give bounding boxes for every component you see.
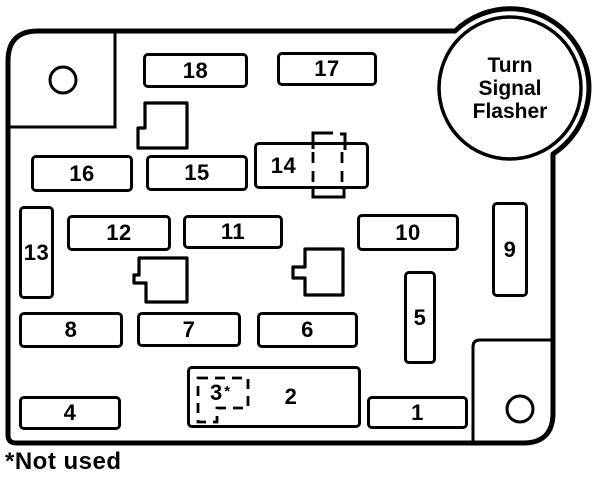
fuse-6: 6 bbox=[257, 312, 358, 348]
fuse-17: 17 bbox=[277, 52, 377, 86]
not-used-note: *Not used bbox=[5, 448, 122, 475]
relay-shape-top bbox=[136, 101, 189, 150]
fuse-13: 13 bbox=[19, 206, 54, 299]
fuse-9-label: 9 bbox=[503, 236, 517, 262]
fuse-11: 11 bbox=[183, 215, 283, 249]
fuse-18-label: 18 bbox=[182, 57, 209, 83]
fuse-3-label: 3 bbox=[209, 380, 223, 405]
fuse-14-label: 14 bbox=[270, 152, 297, 178]
mounting-hole-top-left bbox=[48, 65, 78, 95]
fuse-15-label: 15 bbox=[184, 160, 210, 185]
fuse-7: 7 bbox=[137, 312, 241, 347]
mounting-tab-bottom-right bbox=[471, 338, 551, 441]
fuse-7-label: 7 bbox=[182, 316, 196, 342]
flasher-label-line3: Flasher bbox=[472, 100, 548, 123]
fuse-1: 1 bbox=[367, 396, 468, 429]
fuse-16: 16 bbox=[31, 155, 133, 192]
flasher-label-line2: Signal bbox=[478, 77, 542, 100]
fuse-4: 4 bbox=[19, 396, 121, 430]
fuse-12-label: 12 bbox=[106, 220, 132, 245]
fuse-17-label: 17 bbox=[314, 56, 340, 81]
fuse-14: 14 bbox=[254, 142, 369, 189]
fuse-3-asterisk: * bbox=[224, 382, 231, 400]
fuse-6-label: 6 bbox=[301, 317, 314, 342]
relay-shape-middle-right bbox=[291, 247, 345, 297]
fuse-2-label: 2 bbox=[284, 384, 298, 409]
fuse-5: 5 bbox=[404, 271, 436, 364]
mounting-tab-top-left bbox=[9, 33, 117, 129]
fuse-13-label: 13 bbox=[23, 239, 50, 265]
fuse-8-label: 8 bbox=[64, 317, 78, 342]
fuse-3: 3* bbox=[196, 380, 244, 406]
fuse-16-label: 16 bbox=[69, 160, 95, 186]
fuse-9: 9 bbox=[492, 202, 528, 297]
fuse-18: 18 bbox=[143, 53, 248, 88]
fuse-4-label: 4 bbox=[63, 400, 77, 425]
fuse-12: 12 bbox=[67, 215, 171, 251]
fuse-10-label: 10 bbox=[395, 219, 421, 245]
flasher-label-line1: Turn bbox=[487, 54, 533, 77]
fuse-10: 10 bbox=[357, 214, 459, 251]
fuse-15: 15 bbox=[146, 155, 248, 191]
turn-signal-flasher-label: Turn Signal Flasher bbox=[430, 54, 590, 123]
fuse-8: 8 bbox=[19, 312, 123, 348]
fuse-5-label: 5 bbox=[413, 304, 427, 330]
fuse-1-label: 1 bbox=[411, 399, 424, 425]
fuse-11-label: 11 bbox=[220, 219, 246, 244]
relay-shape-middle-left bbox=[132, 256, 189, 304]
mounting-hole-bottom-right bbox=[505, 394, 535, 424]
